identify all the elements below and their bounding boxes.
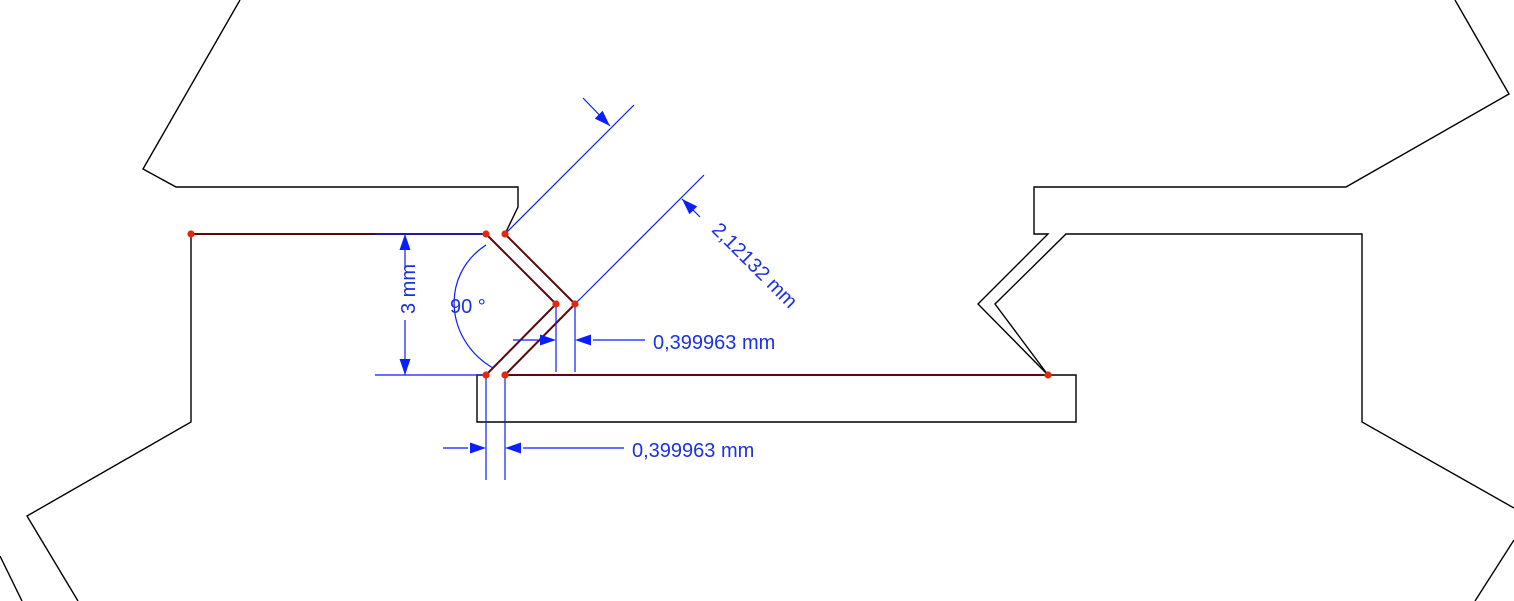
vertex-point[interactable] [501, 230, 509, 238]
selected-geometry[interactable] [191, 233, 1048, 376]
vertex-point[interactable] [482, 371, 490, 379]
height-arrow-bottom [399, 359, 411, 375]
vertex-point[interactable] [501, 371, 509, 379]
diagonal-extension-upper [504, 104, 635, 235]
right-notch-outline[interactable] [994, 233, 1514, 509]
selected-outer-diagonal-upper[interactable] [504, 233, 576, 305]
upper-left-outline[interactable] [142, 0, 519, 235]
vertex-point[interactable] [1044, 371, 1052, 379]
vertex-points[interactable] [187, 230, 1052, 379]
diagonal-arrow-lower [682, 199, 698, 215]
dimension-height-label[interactable]: 3 mm [398, 264, 420, 314]
height-arrow-top [399, 234, 411, 250]
upper-right-outline[interactable] [476, 0, 1510, 423]
selected-inner-diagonal-upper[interactable] [485, 233, 557, 305]
offset-lower-arrow-right [505, 442, 521, 454]
vertex-point[interactable] [552, 300, 560, 308]
vertex-point[interactable] [187, 230, 195, 238]
angle-arc [453, 244, 494, 369]
dimension-offset-upper-label[interactable]: 0,399963 mm [653, 332, 775, 354]
offset-lower-arrow-left [470, 442, 486, 454]
dimension-angle-label[interactable]: 90 ° [450, 296, 486, 318]
dimensions [375, 97, 705, 480]
offset-upper-arrow-right [575, 334, 591, 346]
left-body-outline[interactable] [26, 234, 192, 601]
left-edge-fragment [0, 555, 23, 601]
dimension-diagonal-label[interactable]: 2,12132 mm [707, 219, 801, 313]
dimension-offset-lower-label[interactable]: 0,399963 mm [632, 440, 754, 462]
diagonal-arrow-upper [594, 110, 610, 126]
offset-upper-arrow-left [540, 334, 556, 346]
right-edge-fragment [1474, 539, 1514, 601]
vertex-point[interactable] [571, 300, 579, 308]
diagonal-extension-lower [574, 174, 705, 305]
vertex-point[interactable] [482, 230, 490, 238]
